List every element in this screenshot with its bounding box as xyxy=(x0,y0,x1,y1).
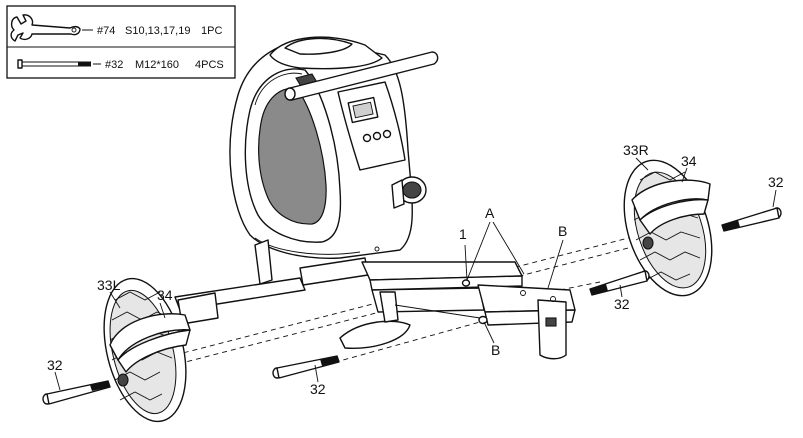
rower-main-body xyxy=(229,36,427,259)
main-rail xyxy=(339,261,576,360)
callout-labels: 1 A B B 33L 34 33R 34 32 32 32 32 xyxy=(47,142,784,397)
rear-frame xyxy=(174,239,369,325)
bolt-part-number: #32 xyxy=(105,59,123,71)
callout-34-right: 34 xyxy=(681,153,697,169)
handle-bar xyxy=(284,51,439,101)
bolt-qty: 4PCS xyxy=(195,59,224,71)
left-foot-pad xyxy=(109,313,191,373)
parts-list-box: #74 S10,13,17,19 1PC #32 M12*160 4PCS xyxy=(6,5,236,79)
callout-33r: 33R xyxy=(623,142,649,158)
callout-32-bottom: 32 xyxy=(310,381,326,397)
bolt-left-end xyxy=(42,380,111,405)
bolt-bottom xyxy=(272,355,340,379)
callout-b-bottom: B xyxy=(491,342,500,358)
wrench-spec: S10,13,17,19 xyxy=(125,25,190,37)
wrench-icon xyxy=(10,14,81,42)
callout-33l: 33L xyxy=(97,277,121,293)
bolt-icon xyxy=(17,59,91,69)
tension-knob xyxy=(391,176,427,209)
callout-34-left: 34 xyxy=(157,287,173,303)
right-foot-pad xyxy=(631,179,711,235)
callout-part-1: 1 xyxy=(459,226,467,242)
bolt-right-lower xyxy=(589,270,650,296)
callout-32-right-lower: 32 xyxy=(614,296,630,312)
callout-b-top: B xyxy=(558,223,567,239)
wrench-part-number: #74 xyxy=(97,25,115,37)
leader-lines xyxy=(54,157,777,391)
callout-32-right-upper: 32 xyxy=(768,174,784,190)
callout-32-left: 32 xyxy=(47,357,63,373)
callout-a: A xyxy=(485,205,495,221)
bolt-right-upper xyxy=(721,207,782,232)
wrench-qty: 1PC xyxy=(201,25,222,37)
bolt-spec: M12*160 xyxy=(135,59,179,71)
